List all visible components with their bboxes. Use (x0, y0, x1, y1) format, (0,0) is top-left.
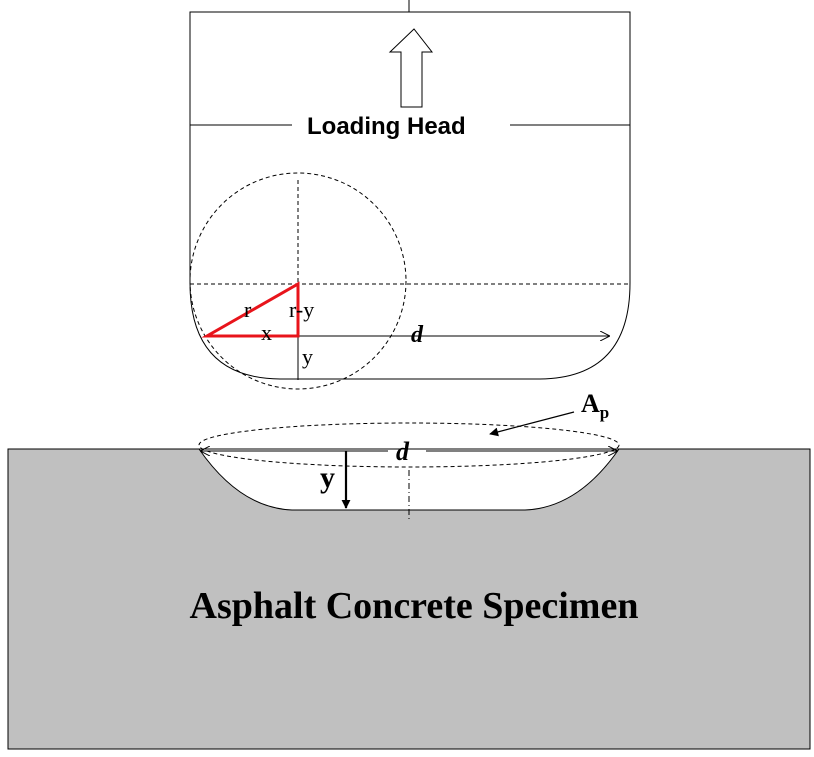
radius-label: r (244, 297, 252, 322)
penetration-depth-label: y (320, 461, 335, 494)
depth-label: y (302, 344, 313, 369)
radius-circle (189, 172, 407, 390)
projected-area-base: A (581, 389, 600, 418)
radius-minus-depth-label: r-y (289, 297, 314, 322)
loading-head-label: Loading Head (307, 113, 466, 140)
half-chord-label: x (261, 320, 272, 345)
specimen-label: Asphalt Concrete Specimen (190, 585, 639, 627)
projected-area-pointer (489, 411, 575, 437)
projected-area-ellipse (198, 422, 620, 468)
specimen-diameter-label: d (396, 437, 410, 466)
projected-area-label: Ap (581, 389, 609, 422)
projected-area-subscript: p (600, 403, 609, 422)
head-diameter-label: d (411, 322, 424, 348)
geometry-triangle (201, 281, 300, 338)
load-direction-arrow-icon (388, 28, 434, 108)
loading-head-body (189, 11, 631, 380)
